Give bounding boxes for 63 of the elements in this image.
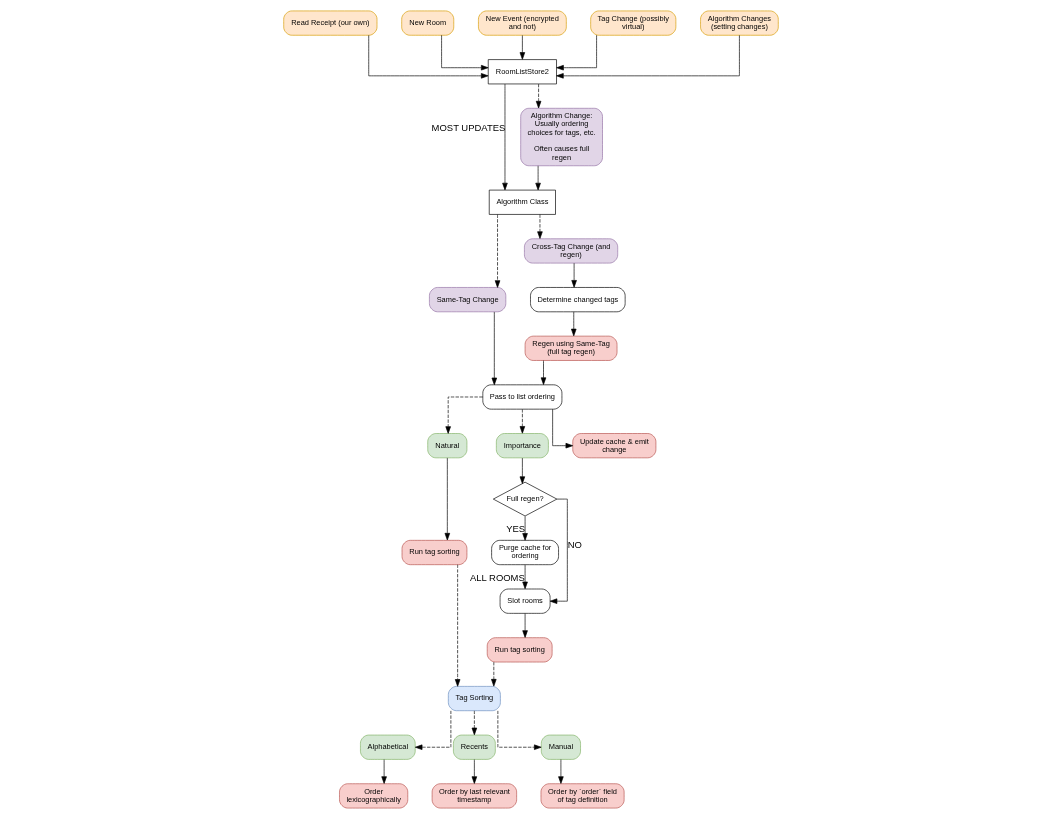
arrow: [444, 457, 450, 541]
arrow: [555, 34, 597, 71]
arrow: [454, 564, 460, 687]
arrow: [519, 457, 525, 484]
node-box: Order lexicographically: [338, 783, 408, 809]
arrow: [551, 408, 573, 449]
arrow: [367, 35, 488, 79]
node-box: Tag Sorting: [447, 686, 501, 712]
node-box: Regen using Same-Tag (full tag regen): [524, 335, 617, 361]
arrow: [534, 165, 541, 191]
node-box: Run tag sorting: [486, 637, 552, 663]
arrow: [444, 396, 483, 434]
node-box: Order by last relevant timestamp: [431, 783, 517, 809]
arrow: [540, 360, 546, 385]
arrow: [490, 661, 496, 687]
node-diamond: Full regen?: [492, 481, 557, 517]
node-box: Manual: [540, 734, 581, 760]
arrow: [555, 35, 740, 79]
node-box: Algorithm Changes (setting changes): [699, 10, 779, 36]
edge-label: NO: [567, 538, 582, 550]
arrow: [497, 710, 541, 750]
arrow: [521, 515, 528, 541]
node-box: Update cache & emit change: [571, 433, 656, 459]
arrow: [557, 759, 564, 784]
arrow: [535, 83, 541, 109]
node-box: Natural: [426, 433, 467, 459]
arrow: [570, 311, 576, 337]
node-box: Order by `order` field of tag definition: [540, 783, 624, 809]
node-box: New Room: [400, 10, 454, 36]
node-box: New Event (encrypted and not): [477, 10, 567, 36]
node-box: Alphabetical: [359, 734, 416, 760]
node-box: Tag Change (possibly virtual): [589, 10, 676, 36]
node-box: Importance: [495, 433, 549, 459]
node-box: Determine changed tags: [529, 287, 625, 313]
node-box: Slot rooms: [499, 588, 550, 614]
arrow: [501, 83, 508, 191]
arrow: [521, 613, 528, 638]
node-box: Purge cache for ordering: [490, 540, 559, 565]
arrow: [440, 34, 488, 71]
arrow: [519, 35, 525, 60]
arrow: [471, 710, 477, 736]
arrow: [570, 262, 577, 288]
arrow: [536, 214, 543, 239]
node-box: Pass to list ordering: [482, 384, 562, 410]
node-box: Recents: [452, 734, 496, 760]
edge-label: MOST UPDATES: [431, 122, 505, 134]
arrow: [414, 710, 451, 750]
arrow: [521, 564, 528, 590]
node-box: RoomListStore2: [487, 59, 557, 85]
node-box: Cross-Tag Change (and regen): [523, 238, 618, 264]
arrow: [494, 214, 500, 288]
node-box: Same-Tag Change: [428, 287, 506, 313]
arrow: [471, 759, 477, 784]
arrow: [549, 498, 568, 604]
arrow: [491, 311, 497, 386]
arrow: [380, 759, 387, 784]
arrow: [519, 408, 525, 434]
node-box: Read Receipt (our own): [282, 10, 377, 36]
edge-label: YES: [505, 523, 525, 535]
node-box: Run tag sorting: [401, 540, 467, 565]
node-box: Algorithm Class: [488, 189, 556, 215]
node-box: Algorithm Change: Usually ordering choices for tags, etc. Often causes full regen: [519, 107, 603, 167]
edge-label: ALL ROOMS: [469, 571, 525, 583]
